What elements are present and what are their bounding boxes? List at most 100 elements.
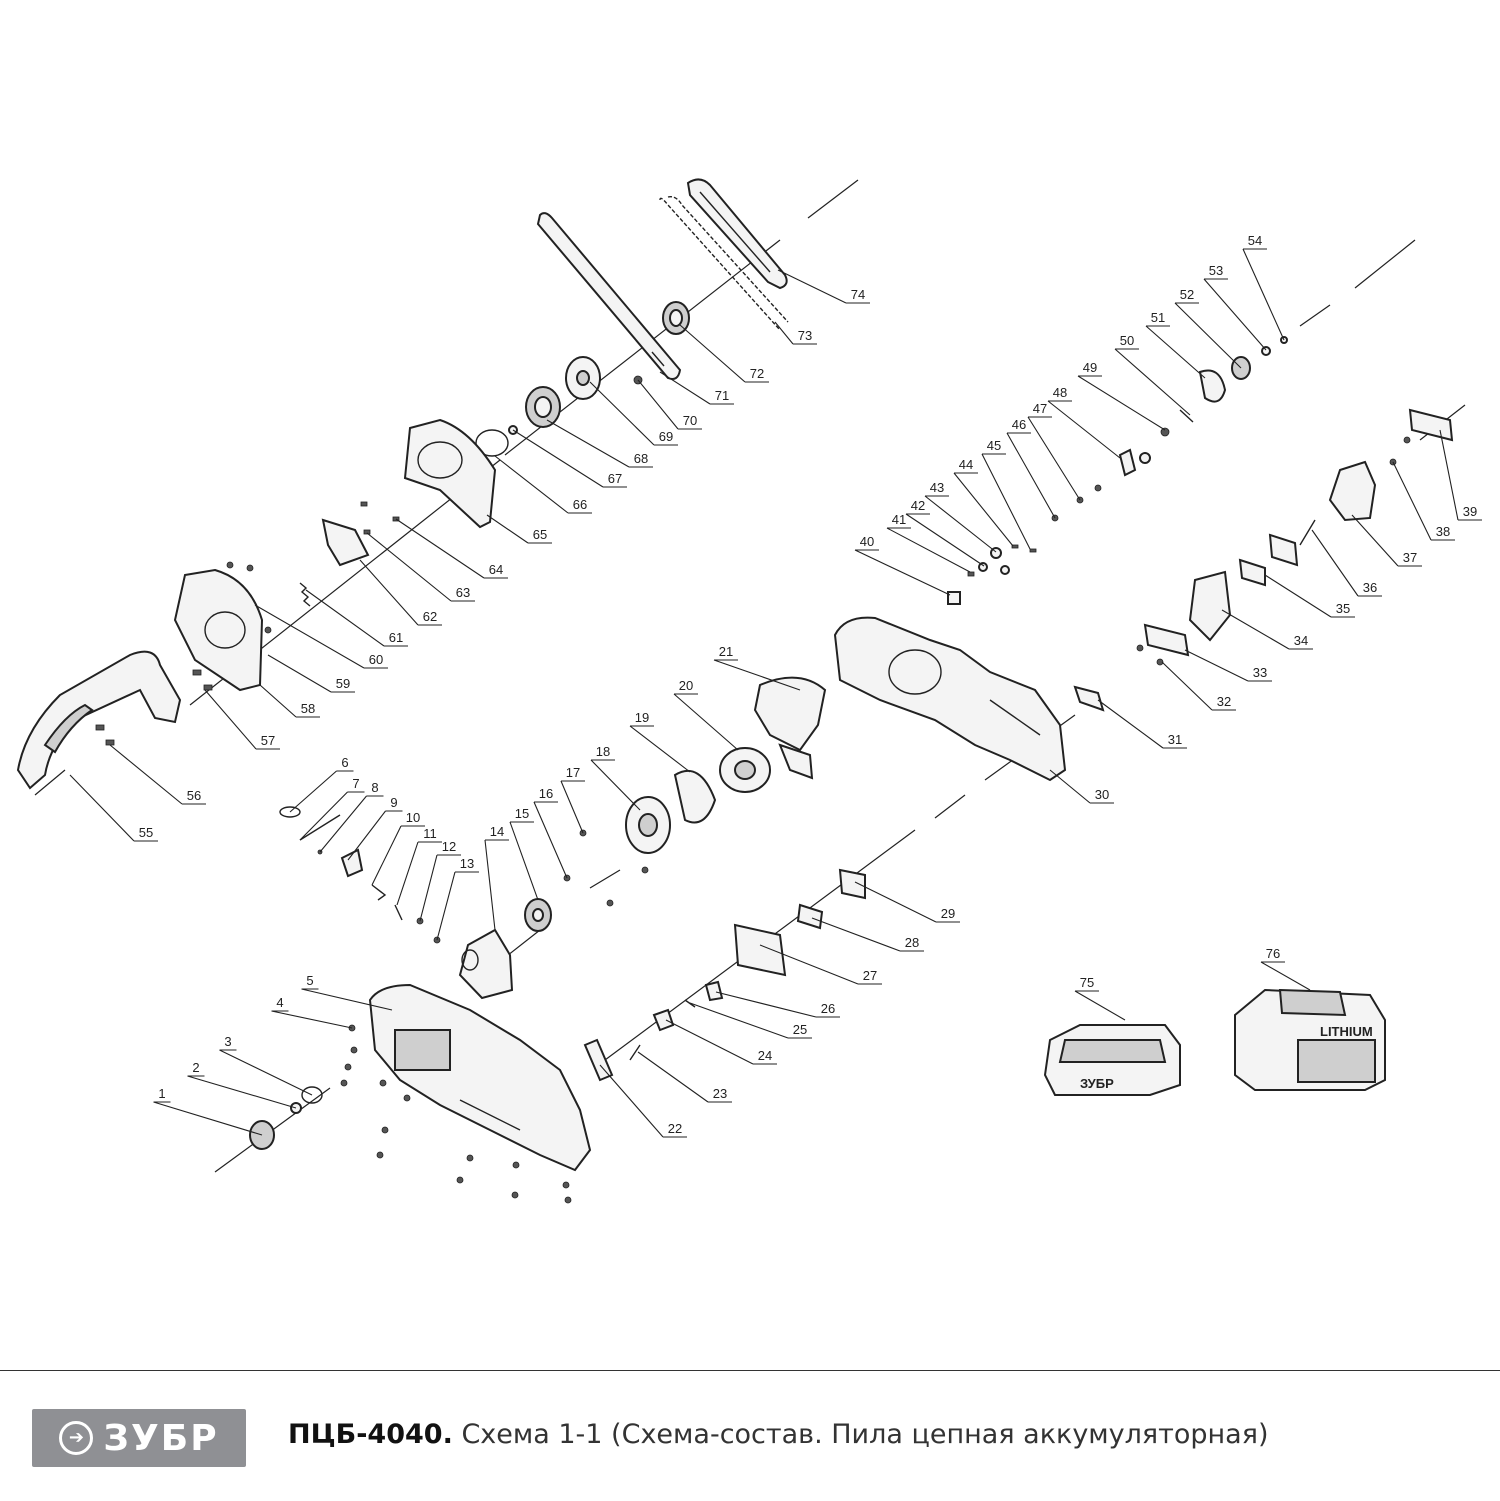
callout-leader-61 bbox=[305, 589, 408, 647]
callout-leader-37 bbox=[1351, 514, 1422, 567]
callout-leader-36 bbox=[1311, 529, 1382, 597]
callout-label-1: 1 bbox=[158, 1086, 165, 1101]
callout-label-49: 49 bbox=[1083, 360, 1097, 375]
callout-label-18: 18 bbox=[596, 744, 610, 759]
part-75-charger: ЗУБР bbox=[1043, 1024, 1181, 1096]
callout-label-7: 7 bbox=[352, 776, 359, 791]
callout-leader-71 bbox=[659, 371, 734, 405]
part-24-switch bbox=[652, 1008, 675, 1032]
callout-leader-5 bbox=[301, 988, 393, 1011]
callout-label-59: 59 bbox=[336, 676, 350, 691]
callout-leader-11 bbox=[396, 841, 442, 906]
callout-label-2: 2 bbox=[192, 1060, 199, 1075]
callout-label-26: 26 bbox=[821, 1001, 835, 1016]
part-18-gear-housing bbox=[625, 796, 671, 854]
part-73-saw-chain bbox=[659, 195, 789, 331]
part-23-spring bbox=[629, 1044, 641, 1061]
callout-leader-17 bbox=[560, 780, 585, 834]
callout-label-3: 3 bbox=[224, 1034, 231, 1049]
brand-logo: ➔ ЗУБР bbox=[32, 1409, 246, 1467]
callout-label-66: 66 bbox=[573, 497, 587, 512]
callout-label-69: 69 bbox=[659, 429, 673, 444]
part-28-terminal bbox=[796, 903, 824, 930]
callout-label-72: 72 bbox=[750, 366, 764, 381]
callout-label-32: 32 bbox=[1217, 694, 1231, 709]
callout-label-40: 40 bbox=[860, 534, 874, 549]
callout-leader-42 bbox=[905, 513, 985, 567]
callout-leader-34 bbox=[1221, 609, 1313, 650]
callout-leader-56 bbox=[109, 744, 206, 805]
callout-label-62: 62 bbox=[423, 609, 437, 624]
callout-label-41: 41 bbox=[892, 512, 906, 527]
callout-leader-3 bbox=[219, 1049, 313, 1096]
model-number: ПЦБ-4040. bbox=[288, 1419, 453, 1450]
callout-label-67: 67 bbox=[608, 471, 622, 486]
footer-bar: ➔ ЗУБР ПЦБ-4040. Схема 1-1 (Схема-состав… bbox=[0, 1370, 1500, 1501]
callout-leader-16 bbox=[533, 801, 568, 879]
callout-label-61: 61 bbox=[389, 630, 403, 645]
callout-leader-60 bbox=[254, 604, 388, 669]
callout-leader-48 bbox=[1047, 400, 1121, 459]
callout-label-8: 8 bbox=[371, 780, 378, 795]
part-20-motor bbox=[719, 747, 771, 793]
callout-label-17: 17 bbox=[566, 765, 580, 780]
part-22-lever bbox=[583, 1038, 614, 1082]
callout-label-11: 11 bbox=[423, 826, 437, 841]
callout-leader-31 bbox=[1097, 699, 1187, 749]
callout-leader-30 bbox=[1049, 769, 1114, 804]
part-33-plate bbox=[1143, 623, 1190, 657]
callout-label-30: 30 bbox=[1095, 787, 1109, 802]
part-14-battery-mount bbox=[458, 928, 514, 1000]
callout-leaders bbox=[69, 248, 1482, 1138]
callout-label-51: 51 bbox=[1151, 310, 1165, 325]
callout-leader-49 bbox=[1077, 375, 1166, 431]
callout-leader-47 bbox=[1027, 416, 1081, 501]
callout-leader-51 bbox=[1145, 325, 1206, 379]
part-34-frame bbox=[1188, 570, 1232, 642]
part-64-screw bbox=[360, 501, 400, 522]
callout-leader-39 bbox=[1439, 429, 1482, 521]
callout-leader-26 bbox=[715, 991, 840, 1018]
callout-leader-65 bbox=[486, 514, 552, 544]
callout-label-34: 34 bbox=[1294, 633, 1308, 648]
callout-label-58: 58 bbox=[301, 701, 315, 716]
callout-label-47: 47 bbox=[1033, 401, 1047, 416]
callout-leader-25 bbox=[689, 1002, 812, 1039]
callout-label-36: 36 bbox=[1363, 580, 1377, 595]
brand-logo-mark-icon: ➔ bbox=[59, 1421, 94, 1455]
callout-leader-55 bbox=[69, 774, 158, 842]
part-76-battery: LITHIUM bbox=[1234, 988, 1386, 1091]
part-68-bearing bbox=[525, 386, 561, 428]
callout-label-55: 55 bbox=[139, 825, 153, 840]
callout-label-5: 5 bbox=[306, 973, 313, 988]
callout-leader-74 bbox=[777, 269, 870, 304]
callout-leader-62 bbox=[359, 559, 442, 626]
part-21-grip-pad bbox=[753, 676, 827, 780]
callout-label-76: 76 bbox=[1266, 946, 1280, 961]
callout-leader-19 bbox=[629, 725, 691, 773]
callout-label-52: 52 bbox=[1180, 287, 1194, 302]
callout-leader-21 bbox=[713, 659, 801, 691]
callout-label-63: 63 bbox=[456, 585, 470, 600]
callout-label-64: 64 bbox=[489, 562, 503, 577]
callout-leader-54 bbox=[1242, 248, 1285, 341]
part-2-3-washers bbox=[290, 1086, 323, 1114]
callout-leader-75 bbox=[1074, 990, 1126, 1021]
callout-label-54: 54 bbox=[1248, 233, 1262, 248]
callout-label-13: 13 bbox=[460, 856, 474, 871]
callout-label-22: 22 bbox=[668, 1121, 682, 1136]
callout-label-44: 44 bbox=[959, 457, 973, 472]
diagram-description: Схема 1-1 (Схема-состав. Пила цепная акк… bbox=[461, 1419, 1269, 1450]
callout-label-9: 9 bbox=[390, 795, 397, 810]
callout-label-4: 4 bbox=[276, 995, 283, 1010]
part-5-main-body bbox=[368, 983, 592, 1172]
callout-leader-50 bbox=[1114, 348, 1191, 416]
part-36-spring bbox=[1299, 519, 1316, 546]
callout-label-60: 60 bbox=[369, 652, 383, 667]
callout-label-31: 31 bbox=[1168, 732, 1182, 747]
callout-leader-14 bbox=[484, 839, 509, 931]
callout-label-71: 71 bbox=[715, 388, 729, 403]
callout-leader-18 bbox=[590, 759, 641, 811]
callout-leader-24 bbox=[665, 1019, 777, 1065]
